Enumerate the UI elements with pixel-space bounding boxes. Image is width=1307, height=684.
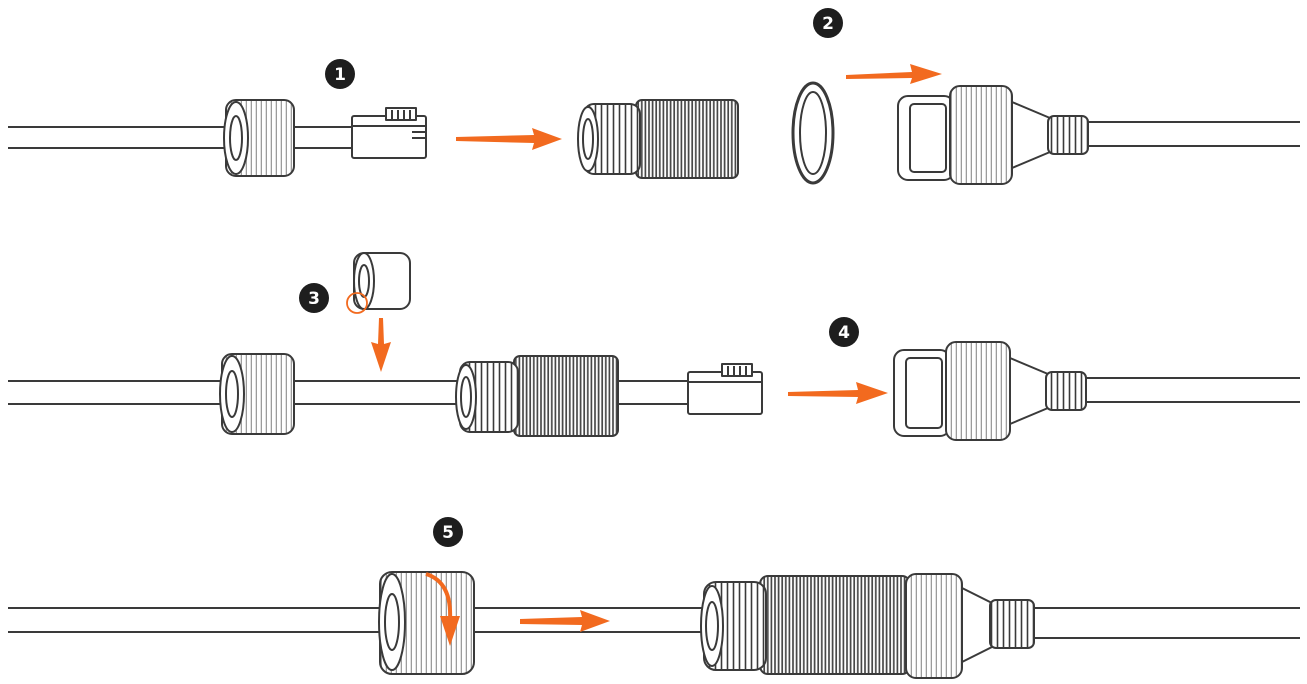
- lock-nut: [223, 99, 295, 177]
- ethernet-cable-left: [8, 126, 352, 149]
- step-number-3: 3: [308, 289, 320, 309]
- arrow-right-icon: [846, 64, 942, 84]
- step-number-5: 5: [442, 523, 454, 543]
- row-1-arrows: [456, 64, 942, 150]
- rj45-plug: [351, 107, 427, 159]
- lock-nut-tightening: [378, 571, 475, 675]
- step-badge-1: 1: [325, 59, 355, 89]
- device-connector: [893, 341, 1300, 441]
- step-badge-5: 5: [433, 517, 463, 547]
- step-badge-2: 2: [813, 8, 843, 38]
- row-1: [8, 81, 1300, 185]
- seal-body: [455, 355, 619, 437]
- insert-slit-highlight-icon: [346, 292, 368, 314]
- step-badge-4: 4: [829, 317, 859, 347]
- rubber-insert: [353, 252, 411, 310]
- rj45-plug: [687, 363, 763, 415]
- row-2: [8, 252, 1300, 441]
- device-connector: [897, 85, 1300, 185]
- assembled-connector: [700, 573, 1300, 679]
- rubber-o-ring: [791, 81, 835, 185]
- rotate-clockwise-icon: [425, 572, 460, 646]
- lock-nut: [219, 353, 295, 435]
- row-3-arrows: [425, 572, 610, 646]
- seal-body: [577, 99, 739, 179]
- row-3: [8, 571, 1300, 679]
- step-number-2: 2: [822, 14, 834, 34]
- step-badge-3: 3: [299, 283, 329, 313]
- step-number-1: 1: [334, 65, 346, 85]
- arrow-right-icon: [788, 382, 888, 404]
- row-2-arrows: [371, 318, 888, 404]
- arrow-down-icon: [371, 318, 391, 372]
- step-number-4: 4: [838, 323, 850, 343]
- arrow-right-icon: [520, 610, 610, 632]
- ethernet-cable-left: [8, 607, 712, 633]
- arrow-right-icon: [456, 128, 562, 150]
